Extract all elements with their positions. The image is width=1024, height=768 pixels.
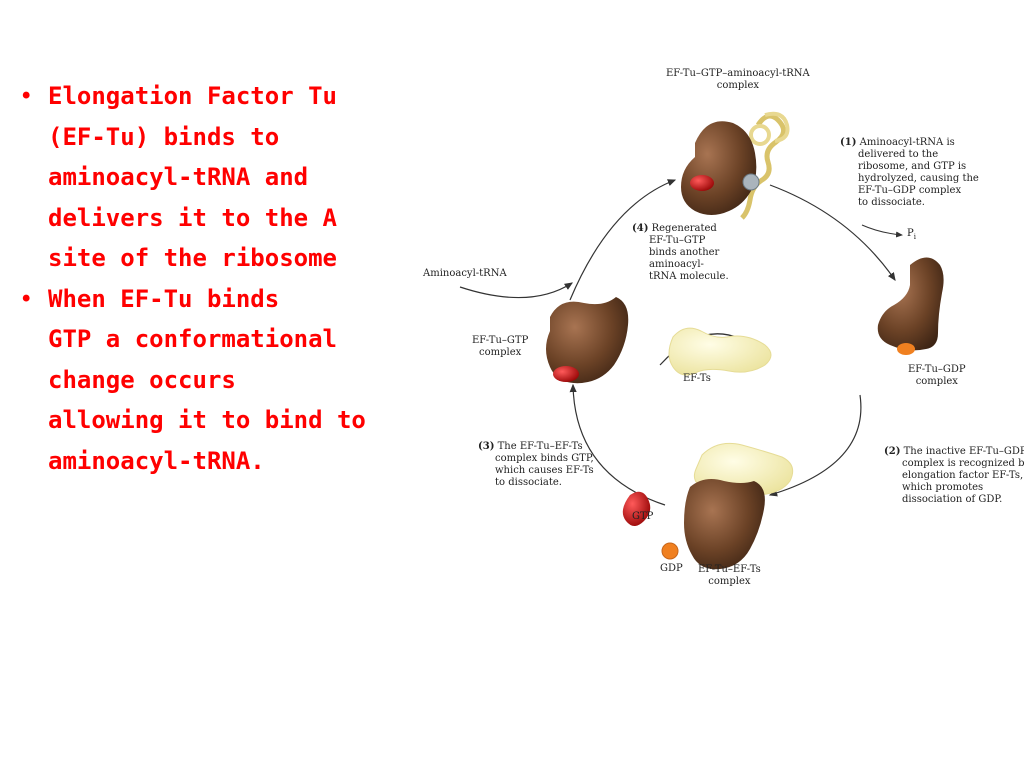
ef-tu-gtp-trna-protein: [681, 121, 757, 215]
ef-tu-efts-protein: [684, 479, 765, 570]
gtp-left-icon: [553, 366, 579, 382]
gdp-right-icon: [897, 343, 915, 355]
label-gdp: GDP: [660, 563, 683, 574]
arrow-step2: [768, 394, 862, 497]
bullet-dot-icon: •: [22, 82, 31, 109]
bullet-line: aminoacyl-tRNA and: [48, 163, 309, 191]
label-ef-ts: EF-Ts: [683, 373, 711, 384]
bullet-line: change occurs: [48, 365, 236, 394]
label-step3: (3) The EF-Tu–EF-Ts complex binds GTP, w…: [478, 441, 594, 488]
gtp-released-icon: [622, 491, 651, 526]
gdp-released-icon: [661, 542, 679, 560]
label-ef-tu-gdp: EF-Tu–GDP complex: [908, 364, 966, 387]
ef-tu-gdp-protein: [877, 257, 944, 351]
bullet-item-eftu-binding: • Elongation Factor Tu (EF-Tu) binds to …: [18, 76, 414, 279]
ef-tu-cycle-diagram: EF-Tu–GTP–aminoacyl-tRNA complex (1) Ami…: [410, 55, 1024, 600]
bullet-line: delivers it to the A: [48, 203, 337, 232]
bullet-line: aminoacyl-tRNA.: [48, 446, 265, 475]
arrow-step1: [769, 184, 896, 281]
bullet-line: When EF-Tu binds: [48, 284, 280, 313]
ef-ts-shape: [668, 327, 772, 376]
label-ef-tu-ef-ts: EF-Tu–EF-Ts complex: [698, 564, 761, 587]
arrow-step4: [569, 179, 677, 301]
label-step2: (2) The inactive EF-Tu–GDP complex is re…: [884, 446, 1024, 505]
label-pi: Pi: [907, 228, 916, 241]
bullet-line: Elongation Factor Tu: [48, 82, 337, 110]
arrow-pi: [861, 224, 903, 238]
ef-tu-gtp-protein: [546, 297, 629, 384]
label-ef-tu-gtp: EF-Tu–GTP complex: [472, 335, 529, 358]
diagram-graphics: [459, 111, 944, 570]
bullet-item-conformational-change: • When EF-Tu binds GTP a conformational …: [18, 279, 414, 482]
label-step4: (4) Regenerated EF-Tu–GTP binds another …: [632, 223, 729, 282]
gtp-top-icon: [690, 175, 714, 191]
bullet-list: • Elongation Factor Tu (EF-Tu) binds to …: [18, 76, 414, 481]
bullet-line: GTP a conformational: [48, 325, 337, 353]
label-top-complex: EF-Tu–GTP–aminoacyl-tRNA complex: [666, 68, 810, 91]
label-aminoacyl-trna: Aminoacyl-tRNA: [423, 268, 507, 279]
bullet-line: (EF-Tu) binds to: [48, 122, 280, 151]
label-step1: (1) Aminoacyl-tRNA is delivered to the r…: [840, 137, 979, 208]
bullet-dot-icon: •: [22, 284, 31, 312]
aminoacid-icon: [742, 173, 760, 191]
bullet-line: site of the ribosome: [48, 244, 337, 272]
arrow-aminoacyl-trna: [459, 282, 574, 299]
bullet-line: allowing it to bind to: [48, 406, 366, 434]
trna-icon: [740, 111, 790, 220]
label-gtp: GTP: [632, 511, 654, 522]
